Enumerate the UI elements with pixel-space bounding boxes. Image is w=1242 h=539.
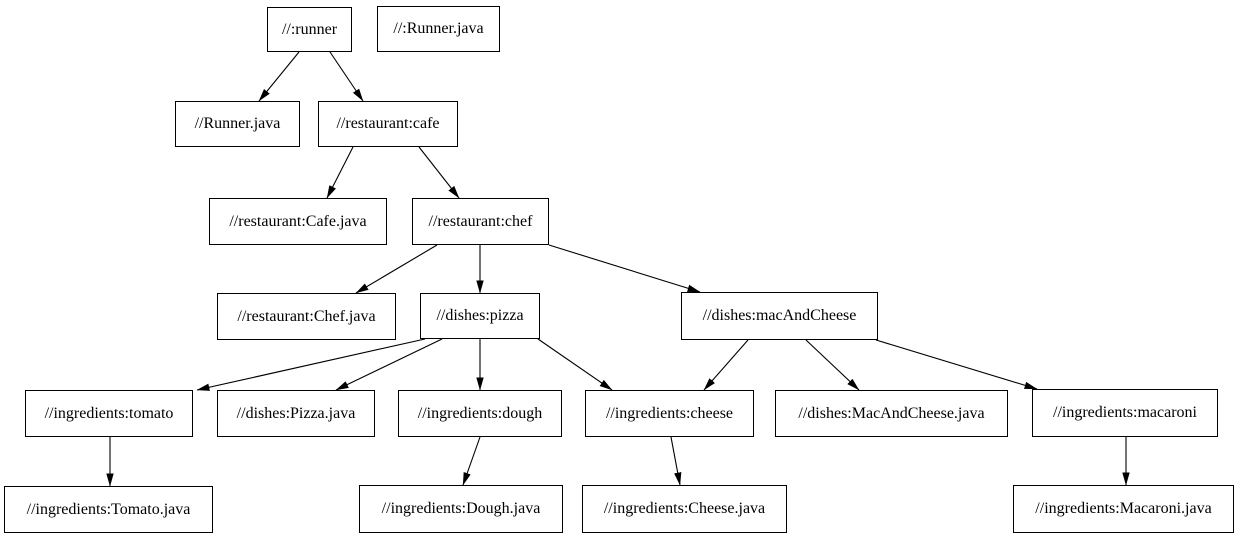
graph-edge-cafe-to-chef [418, 146, 460, 199]
graph-node-label: //restaurant:cafe [336, 115, 440, 132]
graph-node-root-runner-java: //:Runner.java [377, 6, 500, 52]
graph-edge-cheese-to-cheese-java [670, 436, 682, 486]
graph-edge-pizza-to-cheese [537, 338, 613, 391]
graph-node-dough: //ingredients:dough [398, 390, 562, 437]
graph-edge-runner-to-cafe [329, 51, 364, 102]
graph-node-macaroni-java: //ingredients:Macaroni.java [1013, 485, 1234, 533]
graph-node-pizza-java: //dishes:Pizza.java [217, 390, 375, 437]
graph-edge-chef-to-mac-and-cheese [548, 244, 701, 293]
graph-node-dough-java: //ingredients:Dough.java [359, 485, 563, 533]
graph-node-cheese-java: //ingredients:Cheese.java [582, 485, 787, 533]
graph-node-runner: //:runner [267, 7, 352, 52]
graph-node-tomato-java: //ingredients:Tomato.java [4, 486, 213, 533]
graph-node-chef-java: //restaurant:Chef.java [217, 293, 396, 340]
graph-edge-pizza-to-tomato [196, 338, 426, 391]
graph-node-macaroni: //ingredients:macaroni [1032, 389, 1218, 437]
graph-node-label: //ingredients:Macaroni.java [1035, 500, 1212, 517]
graph-node-label: //ingredients:cheese [605, 404, 734, 422]
graph-node-label: //:Runner.java [393, 20, 484, 37]
graph-node-label: //ingredients:Tomato.java [26, 500, 191, 518]
graph-node-label: //Runner.java [194, 115, 281, 132]
graph-node-label: //ingredients:Dough.java [381, 500, 541, 517]
graph-edge-chef-to-chef-java [355, 244, 438, 294]
graph-node-label: //:runner [281, 20, 338, 38]
graph-edge-runner-to-runner-java [258, 51, 300, 102]
graph-node-label: //ingredients:tomato [44, 404, 174, 422]
graph-node-label: //ingredients:dough [417, 404, 543, 422]
graph-node-label: //dishes:Pizza.java [236, 404, 356, 422]
graph-node-cafe: //restaurant:cafe [318, 101, 458, 147]
graph-edge-mac-and-cheese-to-macaroni [875, 339, 1038, 390]
graph-edge-pizza-to-pizza-java [335, 338, 443, 391]
graph-node-label: //dishes:MacAndCheese.java [798, 404, 985, 422]
graph-edge-mac-and-cheese-to-mac-and-cheese-java [805, 339, 860, 391]
graph-node-chef: //restaurant:chef [412, 198, 549, 245]
graph-edge-dough-to-dough-java [462, 436, 481, 486]
graph-node-mac-and-cheese: //dishes:macAndCheese [681, 292, 878, 340]
graph-node-mac-and-cheese-java: //dishes:MacAndCheese.java [775, 390, 1008, 437]
graph-node-label: //dishes:pizza [436, 307, 524, 324]
graph-node-label: //restaurant:chef [428, 212, 533, 230]
graph-node-label: //restaurant:Cafe.java [229, 212, 367, 230]
graph-node-label: //restaurant:Chef.java [237, 307, 376, 325]
graph-node-label: //ingredients:macaroni [1053, 404, 1197, 421]
graph-node-cafe-java: //restaurant:Cafe.java [209, 198, 387, 245]
graph-node-label: //dishes:macAndCheese [702, 307, 857, 324]
graph-node-runner-java: //Runner.java [175, 101, 300, 147]
graph-node-label: //ingredients:Cheese.java [603, 500, 766, 517]
graph-edge-cafe-to-cafe-java [326, 146, 354, 199]
graph-node-tomato: //ingredients:tomato [25, 390, 193, 437]
graph-node-pizza: //dishes:pizza [420, 293, 540, 339]
graph-edge-mac-and-cheese-to-cheese [703, 339, 749, 391]
graph-node-cheese: //ingredients:cheese [585, 390, 754, 437]
